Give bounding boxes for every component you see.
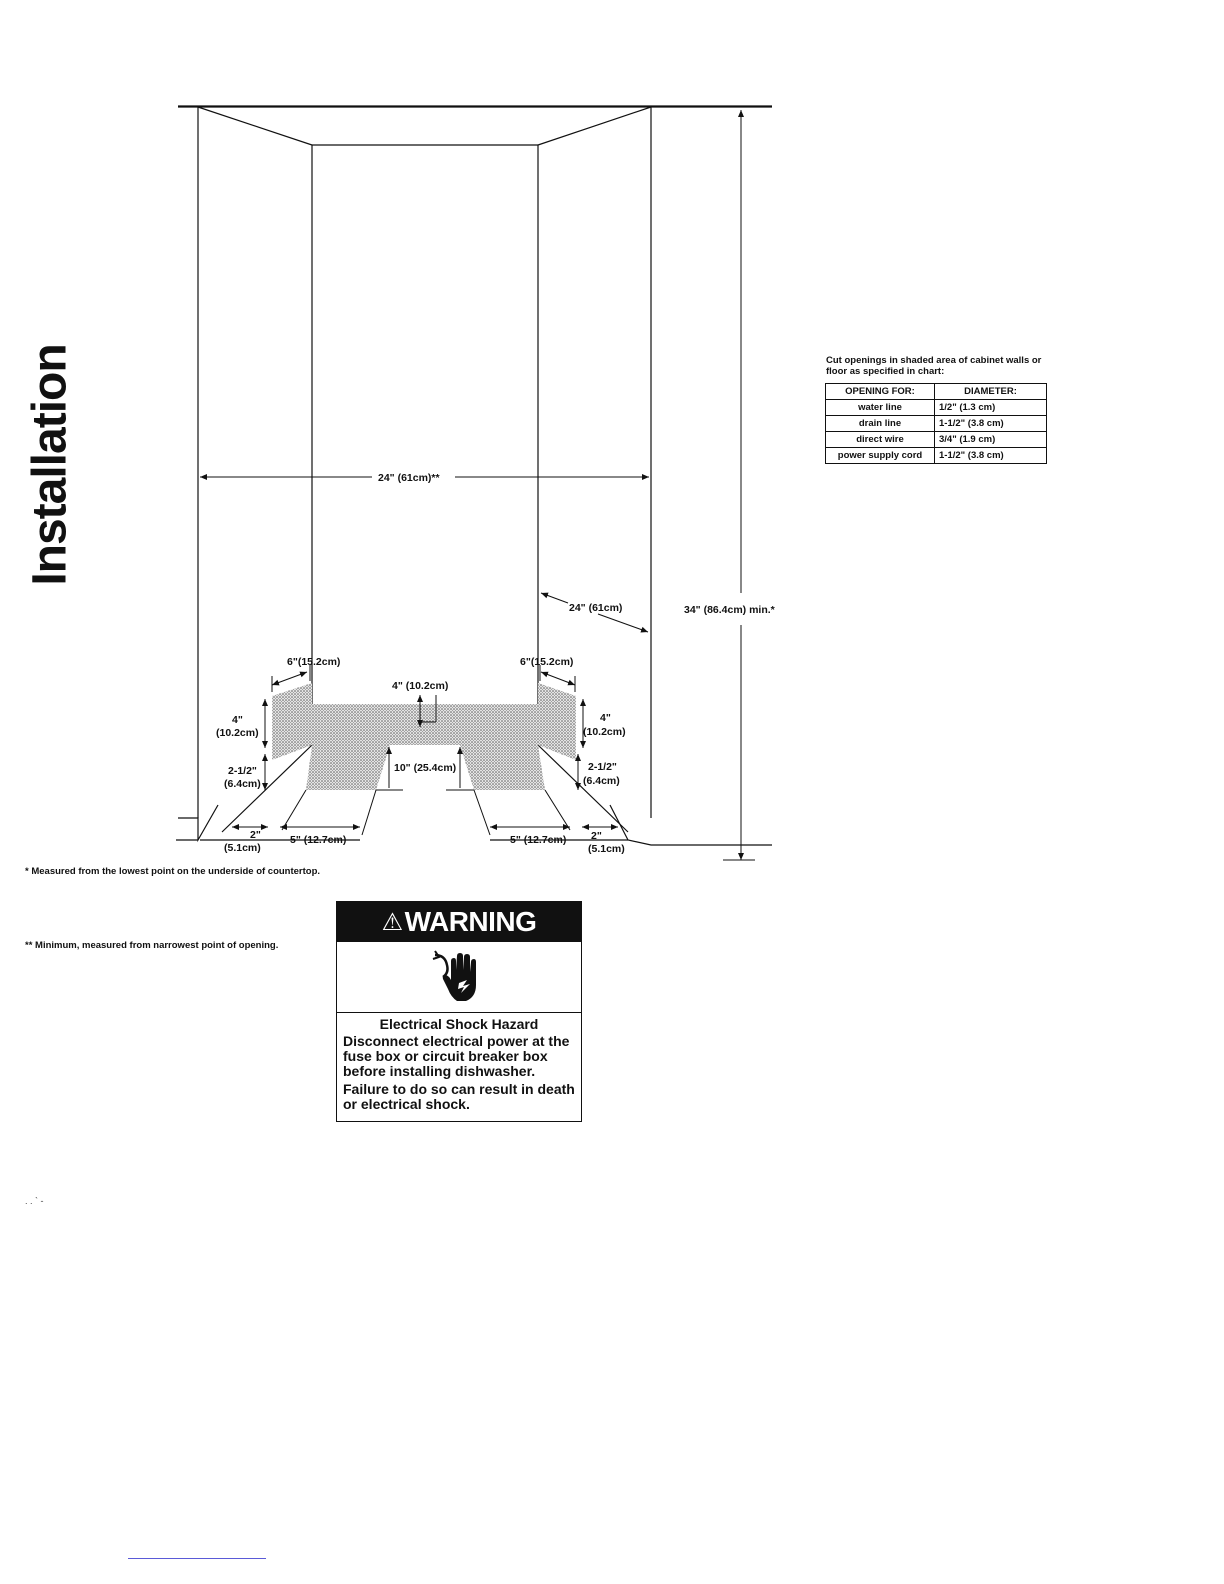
warning-hazard-title: Electrical Shock Hazard	[379, 1016, 539, 1032]
opening-width-label: 24" (61cm)**	[378, 472, 441, 484]
depth-label: 24" (61cm)	[569, 602, 622, 614]
right-edge-cm: (5.1cm)	[588, 843, 625, 855]
table-row: direct wire 3/4" (1.9 cm)	[825, 431, 1047, 448]
diameter-cell: 3/4" (1.9 cm)	[934, 431, 1047, 448]
footnote-double-star: ** Minimum, measured from narrowest poin…	[25, 940, 279, 951]
opening-cell: water line	[825, 399, 935, 416]
warning-box: ⚠ WARNING Electrical Shock Hazard Discon…	[336, 901, 582, 1122]
diameter-cell: 1/2" (1.3 cm)	[934, 399, 1047, 416]
warning-triangle-icon: ⚠	[381, 908, 404, 936]
corner-mark: . . ` -	[25, 1196, 44, 1206]
electrical-shock-hand-icon	[432, 950, 476, 1001]
shaded-cut-areas	[272, 683, 576, 790]
openings-table: OPENING FOR: DIAMETER: water line 1/2" (…	[825, 383, 1047, 464]
right-floor-gap-in: 2-1/2"	[588, 761, 617, 773]
warning-icon-area	[337, 942, 581, 1013]
left-floor-gap-cm: (6.4cm)	[224, 778, 261, 790]
table-row: power supply cord 1-1/2" (3.8 cm)	[825, 447, 1047, 464]
table-header-row: OPENING FOR: DIAMETER:	[825, 383, 1047, 400]
right-edge-in: 2"	[591, 830, 602, 842]
warning-header: ⚠ WARNING	[337, 902, 581, 942]
table-row: drain line 1-1/2" (3.8 cm)	[825, 415, 1047, 432]
left-floor-gap-in: 2-1/2"	[228, 765, 257, 777]
right-floor-width-label: 5" (12.7cm)	[510, 834, 566, 846]
bottom-rule	[128, 1558, 266, 1559]
right-wall-height-cm: (10.2cm)	[583, 726, 626, 738]
left-wall-height-in: 4"	[232, 714, 243, 726]
left-wall-height-cm: (10.2cm)	[216, 727, 259, 739]
opening-cell: direct wire	[825, 431, 935, 448]
header-opening-for: OPENING FOR:	[825, 383, 935, 400]
back-height-label: 4" (10.2cm)	[392, 680, 448, 692]
left-side-offset-label: 6"(15.2cm)	[287, 656, 340, 668]
left-edge-in: 2"	[250, 829, 261, 841]
left-floor-width-label: 5" (12.7cm)	[290, 834, 346, 846]
footnote-single-star: * Measured from the lowest point on the …	[25, 866, 321, 877]
height-label: 34" (86.4cm) min.*	[684, 604, 776, 616]
right-floor-gap-cm: (6.4cm)	[583, 775, 620, 787]
opening-cell: power supply cord	[825, 447, 935, 464]
warning-instruction: Disconnect electrical power at the fuse …	[343, 1033, 570, 1079]
diameter-cell: 1-1/2" (3.8 cm)	[934, 415, 1047, 432]
right-side-offset-label: 6"(15.2cm)	[520, 656, 573, 668]
warning-consequence: Failure to do so can result in death or …	[343, 1081, 575, 1112]
table-row: water line 1/2" (1.3 cm)	[825, 399, 1047, 416]
left-edge-cm: (5.1cm)	[224, 842, 261, 854]
right-wall-height-in: 4"	[600, 712, 611, 724]
cabinet-opening-diagram: 24" (61cm)** 24" (61cm) 34" (86.4cm) min…	[176, 105, 776, 861]
opening-cell: drain line	[825, 415, 935, 432]
header-diameter: DIAMETER:	[934, 383, 1047, 400]
chart-caption: Cut openings in shaded area of cabinet w…	[826, 355, 1042, 377]
warning-title: WARNING	[404, 906, 537, 937]
diameter-cell: 1-1/2" (3.8 cm)	[934, 447, 1047, 464]
center-floor-label: 10" (25.4cm)	[394, 762, 456, 774]
